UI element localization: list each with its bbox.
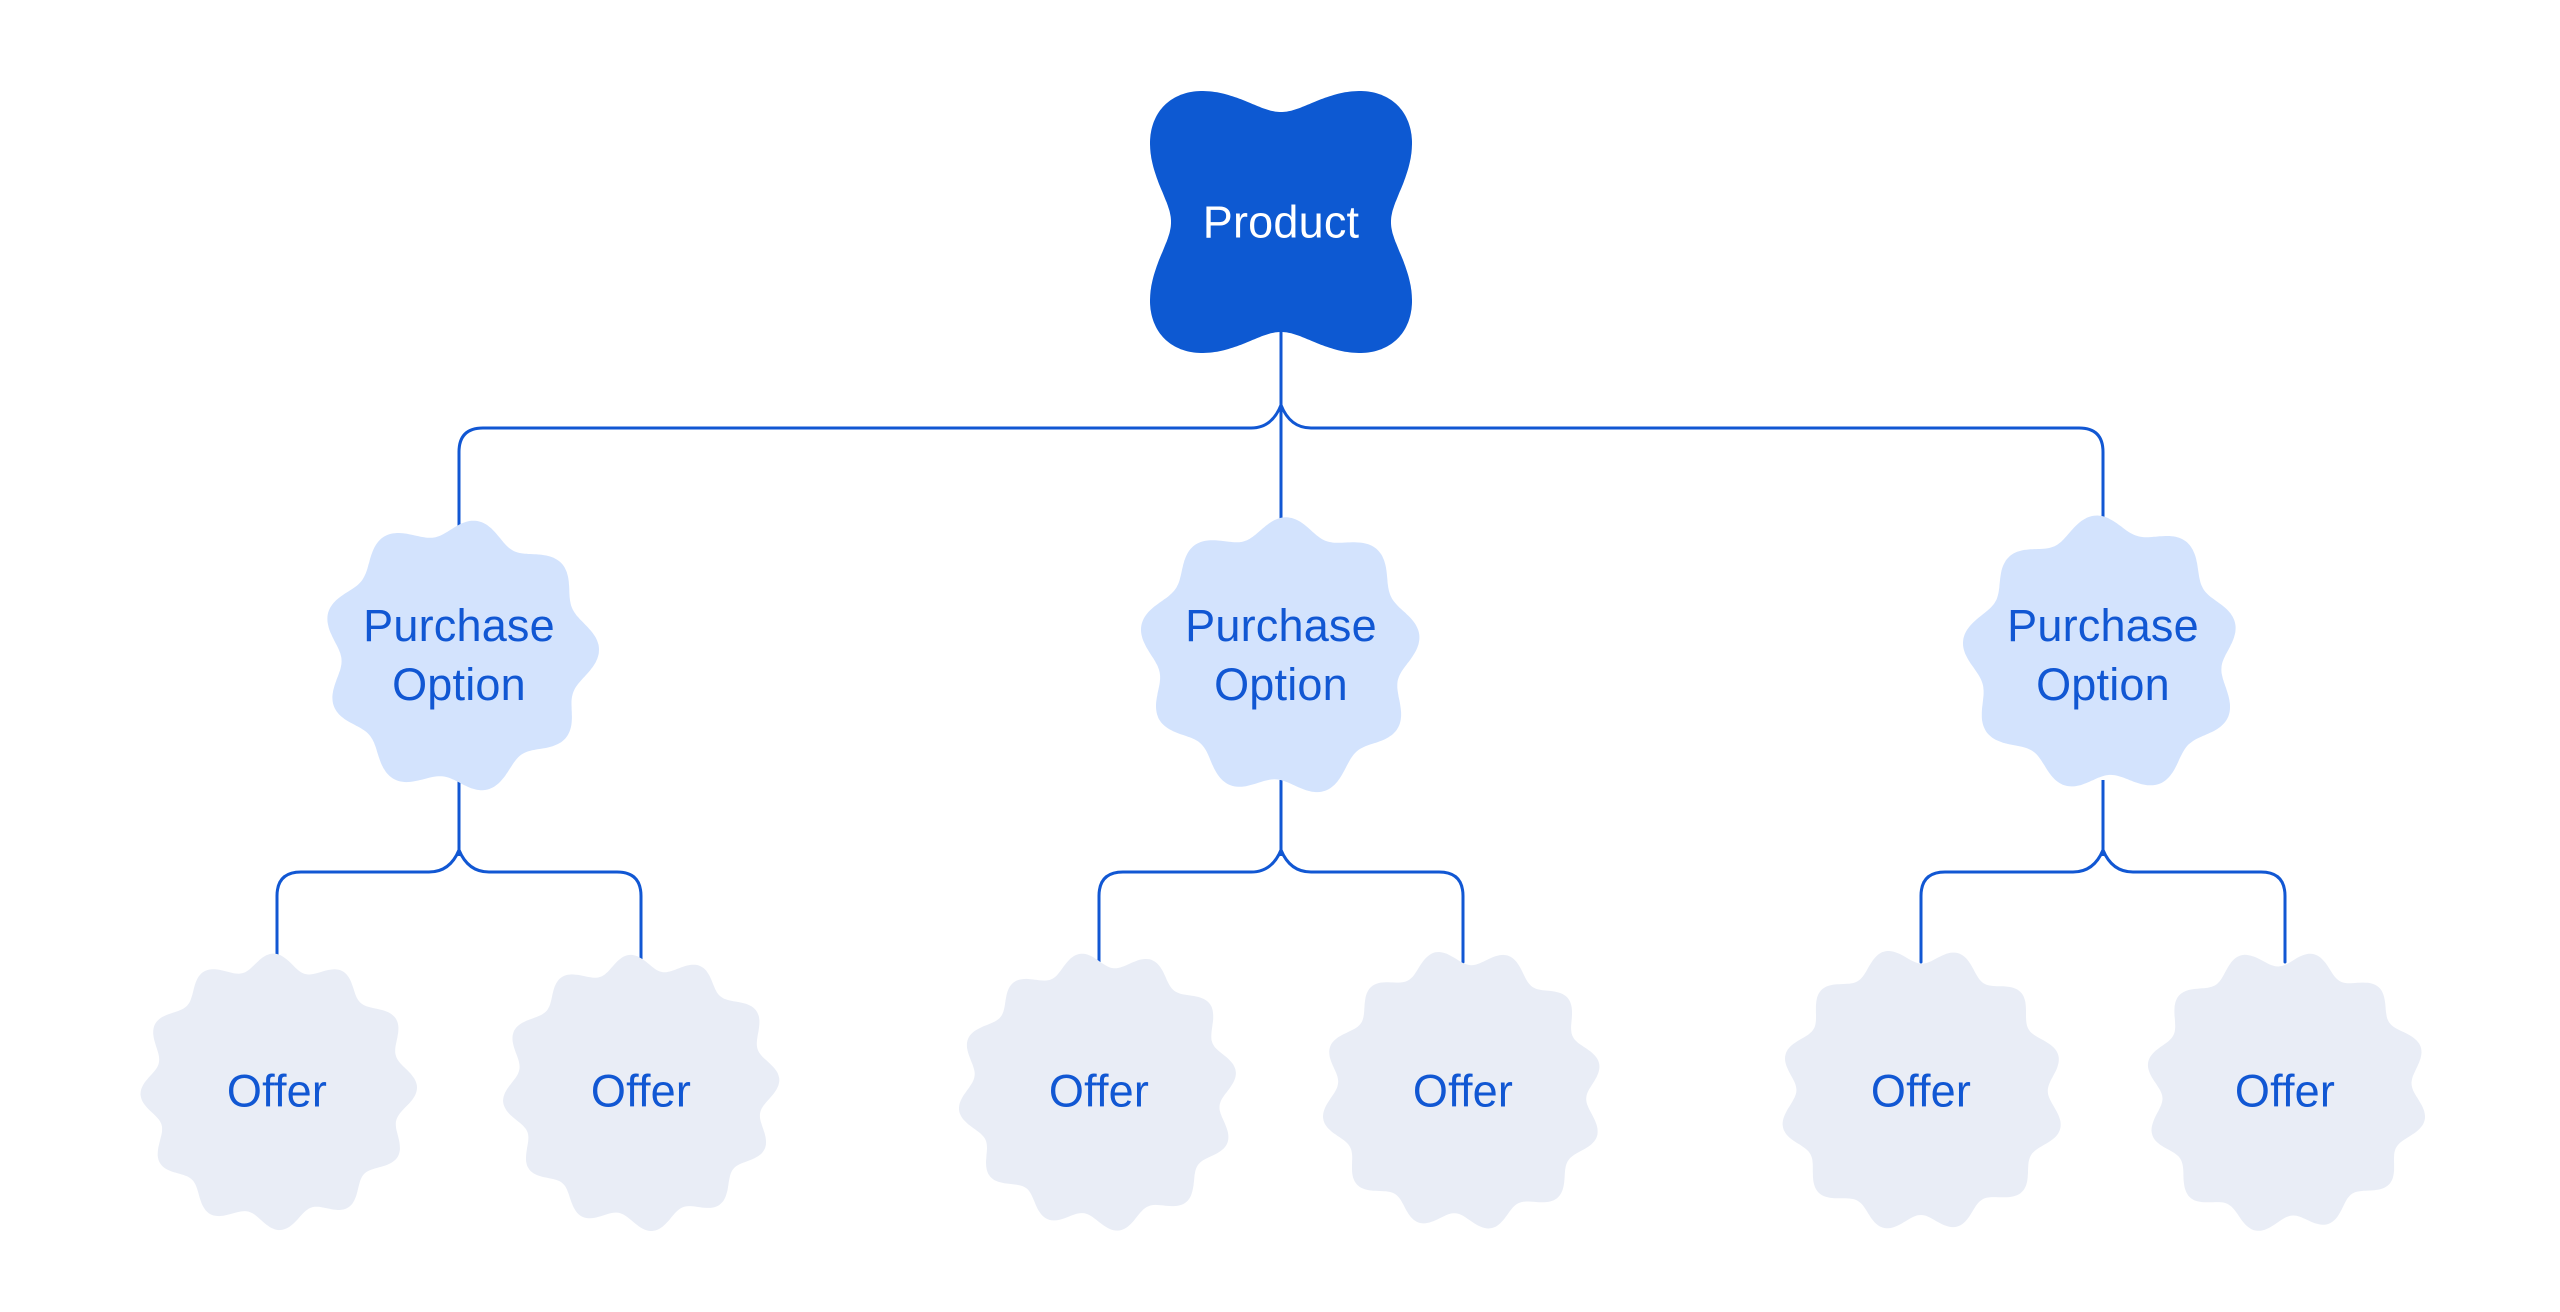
offer-blob-5: [1782, 951, 2061, 1229]
purchase-option-blob-2: [1141, 517, 1420, 793]
offer-blob-1: [140, 953, 417, 1231]
connector-option-3-fork: [1919, 846, 2287, 964]
purchase-option-blob-1: [327, 520, 599, 791]
offer-blob-2: [503, 954, 780, 1231]
connector-level-1-bus: [457, 400, 2105, 534]
offer-blob-4: [1323, 952, 1600, 1229]
purchase-option-blob-3: [1963, 515, 2236, 787]
offer-blob-6: [2147, 953, 2425, 1231]
offer-blob-3: [959, 953, 1236, 1231]
product-blob: [1150, 91, 1412, 353]
connector-option-2-fork: [1097, 846, 1465, 964]
connector-option-1-fork: [275, 846, 643, 964]
